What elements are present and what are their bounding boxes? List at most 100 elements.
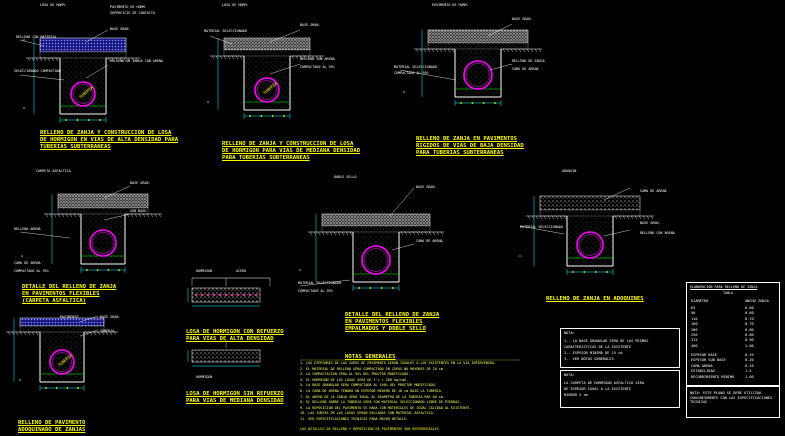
detail-2-leader — [209, 35, 233, 45]
note-box-2-line: LA CARPETA DE HORMIGON ASFALTICO SERA — [564, 381, 645, 385]
detail-4-ground-hatch — [130, 213, 134, 218]
detail-2-ground-hatch — [231, 55, 235, 60]
s1-label-1: BASE GRAN. — [110, 27, 131, 31]
general-note-line: 5. LA BASE GRANULAR SERA COMPACTADA AL 1… — [300, 383, 437, 388]
detail-4-ground-hatch — [154, 213, 158, 218]
dimension-marker — [403, 91, 405, 93]
table-row-col1: 400 — [691, 343, 698, 348]
detail-9-ground-hatch — [19, 331, 23, 336]
detail-4-leader — [103, 213, 131, 221]
detail-1-dim-dot — [76, 119, 79, 121]
detail-9-dim-dot — [55, 387, 58, 389]
title-s4-line1: DETALLE DEL RELLENO DE ZANJA — [22, 284, 117, 290]
detail-9-ground-hatch — [101, 331, 105, 336]
note-box-2-title: NOTA: — [564, 373, 575, 377]
detail-6-surface-layer — [539, 195, 641, 211]
detail-5-ground-hatch — [400, 231, 404, 236]
s9-label-0: PAVIMENTO — [60, 315, 79, 319]
table-extra-row-col2: 1.5 — [745, 369, 752, 374]
detail-1-ground-hatch — [39, 57, 43, 62]
detail-1-pipe — [70, 81, 96, 107]
s1-label-2: RELLENO DE ZANJA CON ARENA — [110, 59, 164, 63]
detail-5-pipe-inner — [364, 248, 388, 272]
detail-3-ground-hatch — [451, 48, 455, 53]
detail-5-ground-hatch — [432, 231, 436, 236]
s2-label-0: LOSA DE HORM. — [222, 3, 249, 7]
detail-2-ground-hatch — [219, 55, 223, 60]
detail-3-ground-hatch — [522, 48, 526, 53]
note-box-1: NOTA: 1.- LA BASE GRANULAR SERA DE LAS M… — [560, 328, 680, 368]
table-row-col1: 90 — [691, 311, 696, 316]
dimension-marker — [519, 255, 521, 257]
detail-5-dim-dot — [392, 287, 394, 289]
detail-6-backfill — [568, 217, 612, 265]
title-s8-line1: LOSA DE HORMIGON SIN REFUERZO — [186, 391, 284, 397]
table-subtitle: TABLA — [723, 291, 734, 295]
title-s7-line1: LOSA DE HORMIGON CON REFUERZO — [186, 329, 284, 335]
detail-2-base-layer — [223, 49, 311, 57]
detail-5-ground-hatch — [329, 231, 333, 236]
detail-3-dim-dot — [471, 102, 474, 104]
note-box-1-line: 2.- ESPESOR MINIMO DE 15 cm — [564, 351, 623, 355]
detail-5-base-layer — [321, 225, 431, 233]
notes-title: NOTAS GENERALES — [345, 354, 396, 360]
s5-label-2: CAMA DE ARENA — [416, 239, 443, 243]
detail-1-dim-dot — [65, 119, 67, 121]
title-s1-line2: DE HORMIGON EN VIAS DE ALTA DENSIDAD PAR… — [40, 137, 179, 143]
table-row-col2: 0.60 — [745, 306, 754, 310]
table-row-col2: 0.80 — [745, 327, 754, 332]
general-note-line: 11. VER ESPECIFICACIONES TECNICAS PARA M… — [300, 417, 409, 421]
detail-5-ground-hatch — [313, 231, 317, 236]
table-extra-row-col2: 0.10 — [745, 363, 754, 368]
detail-1-ground-hatch — [31, 57, 35, 62]
detail-3-dim-dot — [494, 102, 496, 104]
detail-4-leader — [103, 185, 131, 199]
detail-3-ground-hatch — [431, 48, 435, 53]
detail-6-ground-hatch — [527, 215, 531, 220]
table-extra-row-col1: ESPESOR SUB BASE — [691, 358, 726, 363]
detail-1-ground-hatch — [131, 57, 135, 62]
detail-3-leader — [399, 69, 457, 81]
note-box-1-line: 1.- LA BASE GRANULAR SERA DE LAS MISMAS — [564, 339, 649, 343]
detail-6-ground-hatch — [535, 215, 539, 220]
table-row-col2: 1.00 — [745, 343, 754, 348]
detail-9-ground-hatch — [105, 331, 109, 336]
detail-6-leader — [603, 187, 631, 201]
detail-3-pipe — [463, 60, 493, 90]
detail-9-ground-hatch — [27, 331, 31, 336]
s6-label-1: CAMA DE ARENA — [640, 189, 667, 193]
note-box-2-line: DE ESPESOR IGUAL A LA EXISTENTE — [564, 387, 632, 391]
detail-4-ground-hatch — [45, 213, 49, 218]
detail-9-ground-hatch — [15, 331, 19, 336]
detail-2-pipe — [254, 77, 280, 103]
table-extra-row-col2: 1.00 — [745, 374, 754, 379]
detail-3-ground-hatch — [427, 48, 431, 53]
table-extra-row-col1: CAMA ARENA — [691, 363, 713, 368]
s6-label-0: ADOQUIN — [562, 169, 577, 173]
title-s4-line3: (CARPETA ASFALTICA) — [22, 298, 86, 304]
general-note-line: 4. EL HORMIGON DE LAS LOSAS SERA DE f'c … — [300, 377, 409, 382]
detail-9-dim-dot — [66, 387, 69, 389]
detail-3-ground-hatch — [419, 48, 423, 53]
title-s5-line1: DETALLE DEL RELLENO DE ZANJA — [345, 312, 440, 318]
s2-label-1: BASE GRAN. — [300, 23, 321, 27]
title-s3-line1: RELLENO DE ZANJA EN PAVIMENTOS — [416, 136, 518, 142]
detail-1-ground-hatch — [111, 57, 115, 62]
detail-6-ground-hatch — [618, 215, 622, 220]
detail-4-ground-hatch — [134, 213, 138, 218]
table-row-col2: 0.60 — [745, 311, 754, 316]
detail-6-ground-hatch — [634, 215, 638, 220]
detail-6-ground-hatch — [622, 215, 626, 220]
detail-5-pipe — [361, 245, 391, 275]
dimension-marker — [299, 269, 301, 271]
detail-5-ground-hatch — [412, 231, 416, 236]
detail-5-ground-hatch — [428, 231, 432, 236]
general-note-line: 1. LOS ESPESORES DE LAS CAPAS DE PAVIMEN… — [300, 361, 496, 365]
detail-5-dim-dot — [380, 287, 383, 289]
detail-2-leader — [269, 29, 301, 43]
detail-4-ground-hatch — [53, 213, 57, 218]
detail-1-ground-hatch — [55, 57, 59, 62]
detail-6-ground-hatch — [614, 215, 618, 220]
detail-4-surface-layer — [57, 193, 149, 209]
title-s1-line3: TUBERIAS SUBTERRANEAS — [40, 144, 111, 150]
